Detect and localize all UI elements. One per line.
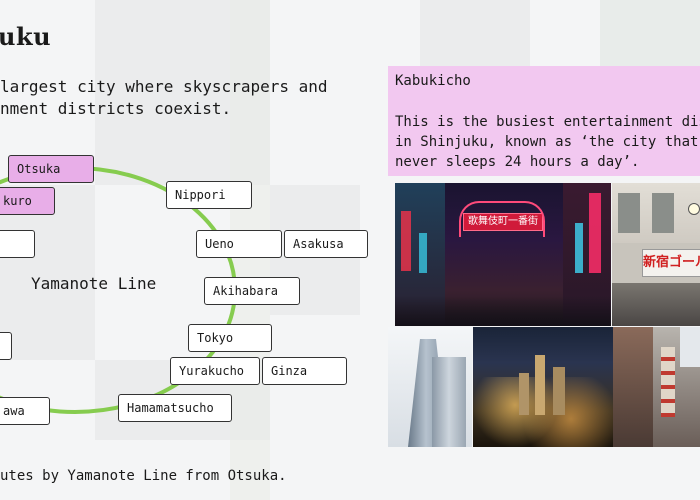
info-description: This is the busiest entertainment dis in… [395, 112, 700, 172]
night-city-photo [473, 327, 613, 447]
station-tokyo: Tokyo [188, 324, 272, 352]
sky [680, 327, 700, 367]
intro-line: nment districts coexist. [0, 99, 232, 118]
window [618, 193, 640, 233]
neon-sign [589, 193, 601, 273]
tower [519, 373, 529, 415]
neon-sign [419, 233, 427, 273]
bg-tile [420, 0, 530, 66]
info-title: Kabukicho [395, 73, 471, 89]
tower [535, 355, 545, 415]
window [652, 193, 674, 233]
station-akihabara: Akihabara [204, 277, 300, 305]
street-building-photo [613, 327, 700, 447]
tower [553, 367, 565, 415]
info-line: This is the busiest entertainment dis [395, 114, 700, 130]
crowd [395, 296, 611, 326]
station-hamamatsucho: Hamamatsucho [118, 394, 232, 422]
storefront [612, 283, 700, 326]
kabukicho-info-panel: Kabukicho This is the busiest entertainm… [388, 66, 700, 176]
station-shinagawa: awa [0, 397, 50, 425]
shop-sign: 新宿ゴール [642, 249, 700, 277]
kabukicho-street-photo: 歌舞伎町一番街 [395, 183, 611, 326]
station-left-low [0, 332, 12, 360]
intro-text: largest city where skyscrapers and nment… [0, 76, 328, 120]
neon-sign [575, 223, 583, 273]
info-line: in Shinjuku, known as ‘the city that [395, 134, 699, 150]
slide-title: uku [0, 22, 52, 51]
station-ginza: Ginza [262, 357, 347, 385]
sign-stack [661, 347, 675, 417]
station-otsuka: Otsuka [8, 155, 94, 183]
info-line: never sleeps 24 hours a day’. [395, 154, 640, 170]
station-yurakucho: Yurakucho [170, 357, 260, 385]
station-ikebukuro: kuro [0, 187, 55, 215]
bg-tile [600, 0, 700, 66]
skyscraper-photo [388, 327, 472, 447]
intro-line: largest city where skyscrapers and [0, 77, 328, 96]
station-left-mid [0, 230, 35, 258]
neon-sign [401, 211, 411, 271]
street-lamp [688, 203, 700, 215]
gate-frame [459, 201, 545, 237]
station-nippori: Nippori [166, 181, 252, 209]
tower [432, 357, 466, 447]
route-label: Yamanote Line [31, 274, 157, 293]
station-asakusa: Asakusa [284, 230, 368, 258]
shop-building-photo: 新宿ゴール [612, 183, 700, 326]
footer-text: utes by Yamanote Line from Otsuka. [0, 468, 287, 484]
station-ueno: Ueno [196, 230, 282, 258]
building [613, 327, 653, 447]
